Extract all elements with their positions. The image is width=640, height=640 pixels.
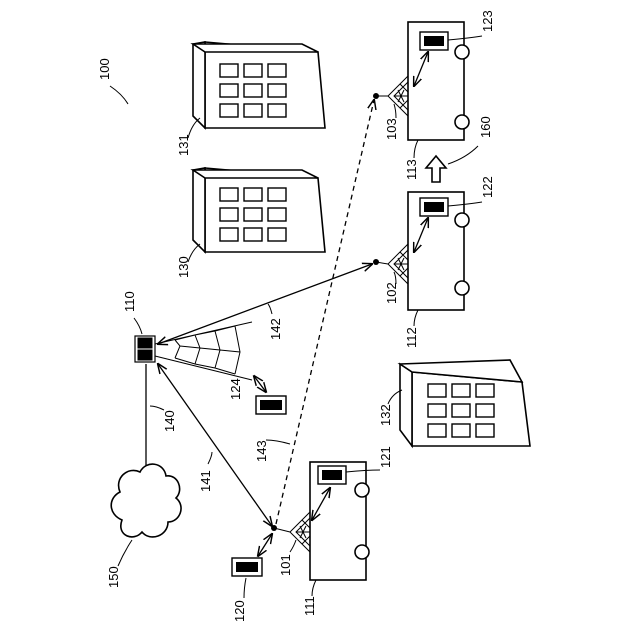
link-143-label: 143	[254, 440, 269, 462]
base-station-panel-1	[138, 338, 152, 348]
vehicle-112-wheel-rear	[455, 281, 469, 295]
link-142-leader	[268, 304, 272, 314]
vehicle-111: 121 111	[302, 446, 393, 616]
system-label-group: 100	[97, 58, 128, 104]
relay-102-label: 102	[384, 282, 399, 304]
relay-102-leader	[394, 272, 396, 284]
ue-124: 124	[228, 376, 286, 414]
building-132: 132	[378, 360, 530, 446]
ue-123-label: 123	[480, 10, 495, 32]
link-141-leader	[208, 452, 212, 464]
base-station-110: 110	[122, 291, 252, 380]
ue-120-label: 120	[232, 600, 247, 622]
building-130-side	[193, 168, 205, 252]
movement-leader	[448, 146, 478, 164]
link-143-leader	[266, 440, 290, 444]
base-station-panel-2	[138, 350, 152, 360]
base-station-label: 110	[122, 291, 137, 312]
relay-101-label: 101	[278, 554, 293, 576]
relay-101-to-ue-120-link	[258, 534, 272, 556]
relay-101-leader	[290, 540, 296, 552]
movement-label: 160	[478, 116, 493, 138]
ue-124-label: 124	[228, 378, 243, 400]
relay-103-leader	[394, 104, 396, 118]
vehicle-111-wheel-rear	[355, 545, 369, 559]
building-130-windows	[220, 188, 286, 241]
vehicle-113-label: 113	[404, 159, 419, 180]
relay-103-label: 103	[384, 118, 399, 140]
relay-tower-102-lattice	[388, 244, 408, 284]
building-131-label: 131	[176, 134, 191, 156]
ue-124-screen	[260, 400, 282, 410]
ue-121-screen	[322, 470, 342, 480]
building-132-side	[400, 364, 412, 446]
ue-122-label: 122	[480, 176, 495, 198]
ue-120-screen	[236, 562, 258, 572]
network-cloud: 150	[106, 464, 181, 588]
vehicle-112-wheel-front	[455, 213, 469, 227]
ue-120-leader	[244, 578, 246, 598]
building-132-windows	[428, 384, 494, 437]
system-label-leader	[110, 86, 128, 104]
vehicle-113-wheel-rear	[455, 115, 469, 129]
vehicle-112: 122 112	[404, 176, 495, 348]
link-143	[276, 100, 374, 524]
link-140-label: 140	[162, 410, 177, 432]
building-131-side	[193, 42, 205, 128]
building-130-top	[193, 170, 318, 178]
vehicle-113-wheel-front	[455, 45, 469, 59]
movement-arrow-shape	[426, 156, 446, 182]
vehicle-111-label: 111	[302, 596, 317, 616]
link-142-label: 142	[268, 318, 283, 340]
relay-101-antenna-mast	[274, 528, 290, 532]
ue-122-screen	[424, 202, 444, 212]
building-131-windows	[220, 64, 286, 117]
vehicle-111-leader	[312, 580, 316, 596]
base-station-beam	[155, 322, 252, 380]
ue-120: 120	[232, 534, 272, 622]
vehicle-111-wheel-front	[355, 483, 369, 497]
building-131: 131	[176, 42, 325, 156]
vehicle-113: 123 113	[404, 10, 495, 180]
network-leader	[118, 540, 132, 566]
vehicle-112-leader	[414, 310, 418, 326]
ue-123-screen	[424, 36, 444, 46]
link-141-label: 141	[198, 470, 213, 492]
network-label: 150	[106, 566, 121, 588]
building-132-label: 132	[378, 404, 393, 426]
building-130: 130	[176, 168, 325, 278]
vehicle-113-leader	[414, 140, 418, 158]
vehicle-112-label: 112	[404, 327, 419, 348]
ue-124-link	[254, 376, 266, 392]
link-140-leader	[150, 406, 164, 410]
base-station-leader	[134, 318, 142, 334]
system-label: 100	[97, 58, 112, 80]
relay-tower-103-lattice	[388, 76, 408, 116]
ue-121-label: 121	[378, 446, 393, 468]
building-131-top	[193, 44, 318, 52]
network-cloud-shape	[111, 464, 181, 537]
